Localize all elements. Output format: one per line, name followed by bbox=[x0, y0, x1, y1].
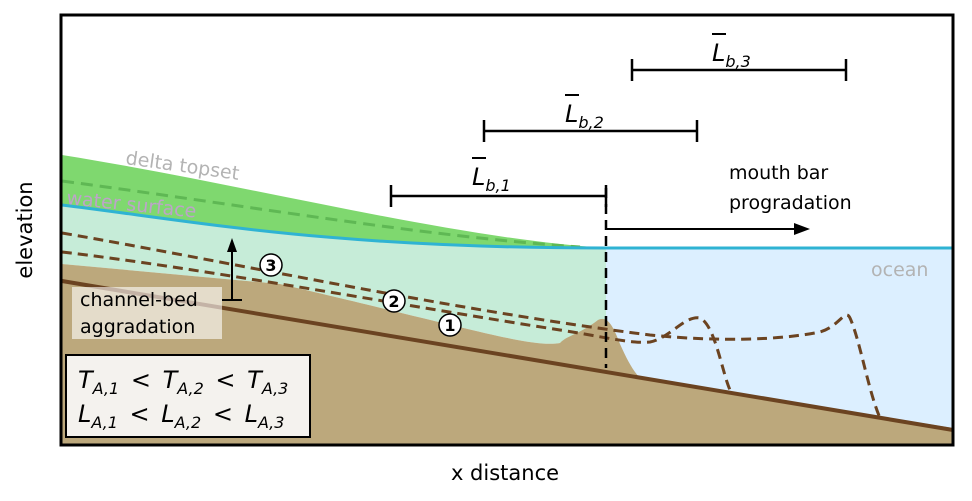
aggradation-arrow-head bbox=[227, 238, 237, 252]
plot-frame bbox=[59, 13, 955, 447]
lb1-label: Lb,1 bbox=[472, 157, 511, 195]
y-axis-label: elevation bbox=[13, 181, 37, 278]
lb3-bar bbox=[630, 59, 848, 81]
marker-3: 3 bbox=[259, 253, 283, 277]
topset-dashed-line bbox=[61, 179, 581, 249]
lb2-bar bbox=[482, 120, 699, 142]
aggradation-label-2: aggradation bbox=[80, 316, 195, 338]
svg-text:1: 1 bbox=[444, 316, 455, 335]
channel-water bbox=[62, 205, 606, 344]
mouth-bar-label-2: progradation bbox=[729, 192, 852, 214]
svg-text:2: 2 bbox=[388, 292, 399, 311]
svg-text:3: 3 bbox=[265, 256, 276, 275]
aggradation-label-bg bbox=[72, 287, 222, 339]
marker-2: 2 bbox=[382, 289, 406, 313]
svg-text:Lb,2: Lb,2 bbox=[565, 100, 604, 132]
lb2-label: Lb,2 bbox=[565, 94, 604, 132]
lb3-label: Lb,3 bbox=[712, 33, 751, 71]
ocean-label: ocean bbox=[871, 259, 928, 281]
bed-profile-2 bbox=[61, 250, 732, 391]
lb1-bar bbox=[389, 185, 608, 207]
inequality-box: TA,1 < TA,2 < TA,3 LA,1 < LA,2 < LA,3 bbox=[65, 354, 311, 438]
mouth-bar-label-1: mouth bar bbox=[729, 162, 828, 184]
svg-text:Lb,3: Lb,3 bbox=[712, 39, 751, 71]
inequality-row-2: LA,1 < LA,2 < LA,3 bbox=[78, 400, 284, 434]
inequality-row-1: TA,1 < TA,2 < TA,3 bbox=[78, 366, 288, 400]
svg-text:Lb,1: Lb,1 bbox=[472, 163, 511, 195]
progradation-arrow-head bbox=[794, 223, 810, 235]
marker-1: 1 bbox=[438, 313, 462, 337]
aggradation-label-1: channel-bed bbox=[80, 289, 198, 311]
water-surface-line bbox=[61, 203, 953, 250]
delta-topset-area bbox=[62, 155, 606, 248]
x-axis-label: x distance bbox=[451, 461, 559, 485]
